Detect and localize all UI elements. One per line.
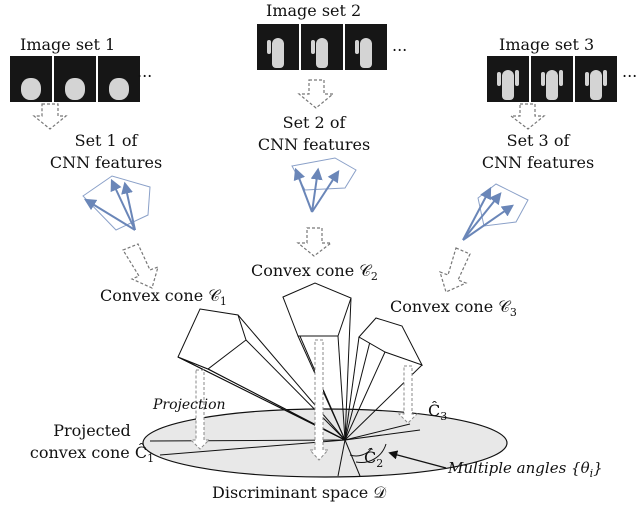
- feature-vectors-set2: [291, 157, 357, 213]
- multiple-angles-text: Multiple angles {θ: [448, 459, 590, 477]
- image-set-3-label: Image set 3: [499, 35, 595, 54]
- hand-image: [257, 24, 299, 70]
- multiple-angles-close: }: [593, 459, 603, 477]
- convex-cone-1-sub: 1: [219, 295, 227, 309]
- convex-cone-3-label: Convex cone 𝒞3: [390, 298, 517, 322]
- projection-arrow-1: [189, 369, 211, 450]
- angles-pointer-arrow: [388, 450, 447, 469]
- convex-cone-2-sub: 2: [370, 270, 378, 284]
- features-set-3-label: Set 3 of CNN features: [468, 130, 608, 174]
- image-set-2-label: Image set 2: [266, 1, 362, 20]
- hat-c3-label: Ĉ3: [428, 402, 447, 426]
- convex-cone-2-text: Convex cone 𝒞: [251, 261, 371, 280]
- features-set-1-line2: CNN features: [49, 153, 163, 172]
- hand-image: [531, 56, 573, 102]
- feature-vectors-set3: [462, 183, 529, 241]
- image-set-3-thumbnails: [487, 56, 617, 102]
- hand-image: [301, 24, 343, 70]
- projected-cone-line1: Projected: [53, 421, 131, 440]
- dashed-arrow-features3-cone3: [439, 247, 471, 293]
- projection-arrow-2: [308, 339, 330, 461]
- convex-cone-3-text: Convex cone 𝒞: [390, 297, 510, 316]
- features-set-2-line1: Set 2 of: [282, 113, 346, 132]
- projection-arrow-3: [397, 365, 419, 424]
- hand-image: [98, 56, 140, 102]
- projected-cone-line2-wrap: convex cone Ĉ1: [26, 442, 158, 470]
- feature-vectors-set1: [82, 175, 151, 231]
- hat-c2-sub: 2: [376, 457, 384, 471]
- features-set-3-line2: CNN features: [481, 153, 595, 172]
- multiple-angles-label: Multiple angles {θi}: [448, 459, 603, 483]
- convex-cone-3: [344, 317, 424, 441]
- dashed-arrow-features1-cone1: [122, 243, 159, 289]
- image-set-1-thumbnails: [10, 56, 140, 102]
- features-set-1-label: Set 1 of CNN features: [36, 130, 176, 174]
- hat-c2-text: Ĉ: [364, 448, 377, 467]
- features-set-3-line1: Set 3 of: [506, 131, 570, 150]
- convex-cone-1-label: Convex cone 𝒞1: [100, 287, 227, 311]
- projected-cones: [149, 423, 421, 477]
- convex-cone-2-label: Convex cone 𝒞2: [251, 262, 378, 286]
- convex-cone-2: [282, 282, 352, 441]
- hat-c3-sub: 3: [440, 410, 448, 424]
- convex-cone-1-text: Convex cone 𝒞: [100, 286, 220, 305]
- convex-cone-3-sub: 3: [509, 306, 517, 320]
- hand-image: [487, 56, 529, 102]
- image-set-1-ellipsis: ...: [137, 62, 153, 81]
- projected-cone-sub: 1: [147, 452, 155, 466]
- dashed-arrow-features2-cone2: [296, 227, 333, 257]
- image-set-2-ellipsis: ...: [392, 36, 408, 55]
- projection-label: Projection: [153, 397, 226, 413]
- projected-cone-line2: convex cone Ĉ: [29, 443, 148, 462]
- features-set-2-label: Set 2 of CNN features: [242, 112, 386, 156]
- discriminant-space-label: Discriminant space 𝒟: [212, 483, 387, 502]
- dashed-arrow-set3-features: [509, 103, 546, 130]
- features-set-2-line2: CNN features: [257, 135, 371, 154]
- hat-c2-label: Ĉ2: [364, 449, 383, 473]
- image-set-2-thumbnails: [257, 24, 387, 70]
- hand-image: [10, 56, 52, 102]
- multiple-angles-sub: i: [589, 467, 594, 480]
- features-set-1-line1: Set 1 of: [74, 131, 138, 150]
- image-set-3-ellipsis: ...: [622, 62, 638, 81]
- projected-cone-label: Projected convex cone Ĉ1: [26, 420, 158, 470]
- dashed-arrow-set2-features: [297, 79, 335, 109]
- hand-image: [54, 56, 96, 102]
- hat-c3-text: Ĉ: [428, 401, 441, 420]
- dashed-arrow-set1-features: [32, 103, 68, 130]
- image-set-1-label: Image set 1: [20, 35, 116, 54]
- convex-cone-1: [177, 308, 346, 441]
- hand-image: [345, 24, 387, 70]
- hand-image: [575, 56, 617, 102]
